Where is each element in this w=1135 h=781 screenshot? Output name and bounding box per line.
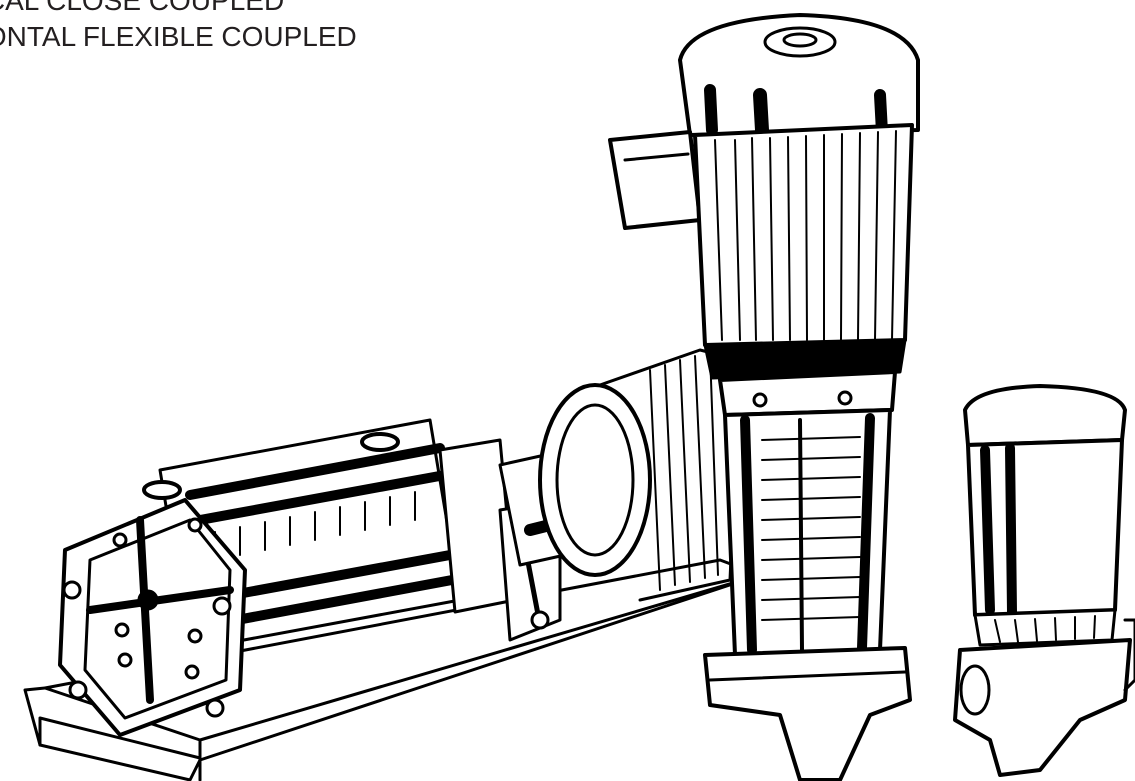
caption-line-horizontal: IZONTAL FLEXIBLE COUPLED [0, 21, 357, 52]
vertical-pump-icon [608, 13, 920, 781]
caption-line-vertical: TICAL CLOSE COUPLED [0, 0, 285, 16]
small-pump-icon [953, 384, 1135, 777]
horizontal-pump-icon [23, 348, 762, 781]
